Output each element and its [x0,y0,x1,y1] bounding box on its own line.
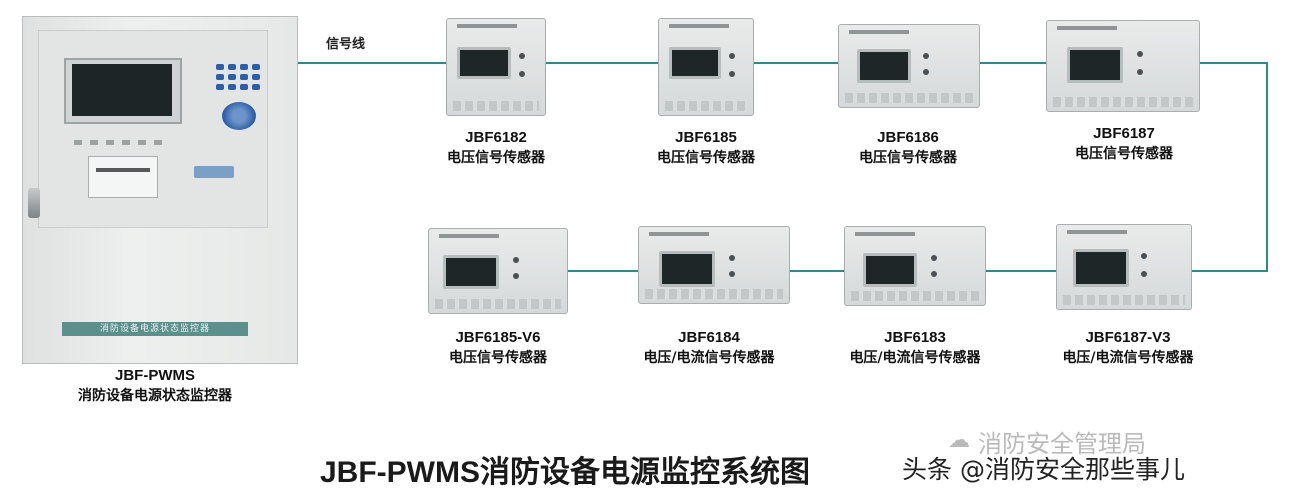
sensor-desc: 电压/电流信号传感器 [1062,350,1194,366]
sensor-caption-5: JBF6185-V6 电压信号传感器 [418,328,578,368]
signal-wire-6-5 [568,270,638,272]
controller-nameplate: 消防设备电源状态监控器 [62,322,248,336]
sensor-module-4 [1046,20,1200,112]
sensor-model: JBF6182 [465,129,527,146]
sensor-caption-8: JBF6187-V3 电压/电流信号传感器 [1030,328,1226,368]
sensor-caption-6: JBF6184 电压/电流信号传感器 [614,328,804,368]
controller-printer [88,156,158,198]
sensor-desc: 电压信号传感器 [657,150,755,166]
sensor-desc: 电压信号传感器 [449,350,547,366]
sensor-module-8 [1056,224,1192,310]
sensor-model: JBF6187 [1093,125,1155,142]
cabinet-lock-icon [28,188,40,218]
controller-function-buttons [74,130,194,145]
sensor-desc: 电压/电流信号传感器 [849,350,981,366]
signal-wire-3-4 [980,62,1046,64]
controller-caption: JBF-PWMS 消防设备电源状态监控器 [40,366,270,406]
sensor-module-1 [446,18,546,116]
sensor-model: JBF6183 [884,329,946,346]
sensor-model: JBF6186 [877,129,939,146]
signal-wire-main [298,62,446,64]
diagram-title: JBF-PWMS消防设备电源监控系统图 [320,447,810,491]
sensor-desc: 电压信号传感器 [1075,146,1173,162]
sensor-module-3 [838,24,980,108]
signal-line-label: 信号线 [326,37,366,52]
sensor-model: JBF6185 [675,129,737,146]
controller-display [72,64,172,116]
controller-direction-pad [222,102,256,130]
sensor-caption-4: JBF6187 电压信号传感器 [1044,124,1204,164]
signal-wire-4-right [1200,62,1268,64]
signal-wire-to-row2 [1192,270,1268,272]
signal-wire-2-3 [754,62,838,64]
controller-logo [194,166,234,178]
signal-wire-vertical [1266,62,1268,272]
sensor-caption-2: JBF6185 电压信号传感器 [626,128,786,168]
sensor-model: JBF6187-V3 [1085,329,1171,346]
controller-keypad [216,64,260,104]
sensor-desc: 电压/电流信号传感器 [643,350,775,366]
sensor-model: JBF6184 [678,329,740,346]
sensor-model: JBF6185-V6 [455,329,541,346]
watermark-icon: ☁ [948,428,970,453]
sensor-caption-7: JBF6183 电压/电流信号传感器 [820,328,1010,368]
sensor-desc: 电压信号传感器 [447,150,545,166]
sensor-module-7 [844,226,986,306]
sensor-module-5 [428,228,568,314]
signal-wire-7-6 [790,270,844,272]
signal-wire-1-2 [546,62,658,64]
sensor-desc: 电压信号传感器 [859,150,957,166]
sensor-caption-3: JBF6186 电压信号传感器 [828,128,988,168]
controller-name: 消防设备电源状态监控器 [78,388,232,404]
title-text: 消防设备电源监控系统图 [480,455,810,490]
controller-model: JBF-PWMS [115,367,195,384]
signal-wire-8-7 [986,270,1056,272]
sensor-module-6 [638,226,790,304]
printer-slot [96,168,150,172]
sensor-module-2 [658,18,754,116]
sensor-caption-1: JBF6182 电压信号传感器 [416,128,576,168]
watermark-background-text: 消防安全管理局 [978,430,1146,458]
title-prefix: JBF-PWMS [320,456,480,489]
watermark-text: 头条 @消防安全那些事儿 [902,455,1185,484]
